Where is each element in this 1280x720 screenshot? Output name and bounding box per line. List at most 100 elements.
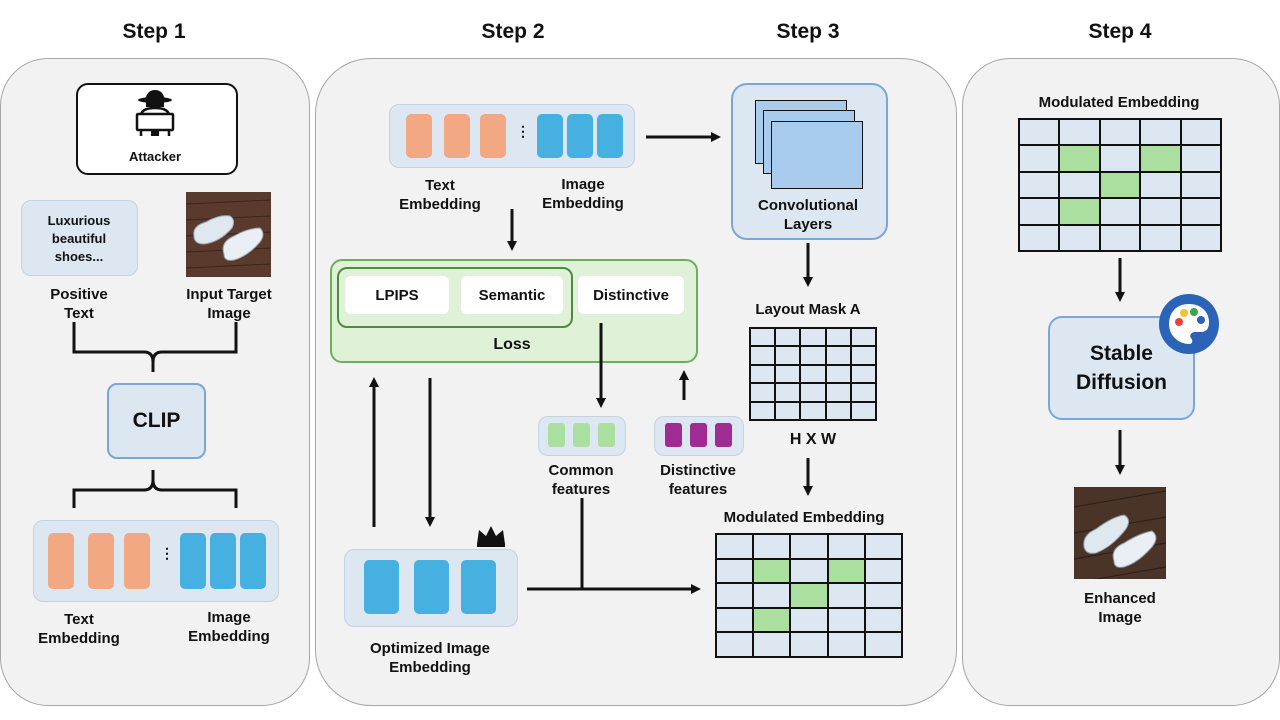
grid-cell — [1141, 172, 1180, 198]
grid-cell — [751, 329, 775, 346]
grid-cell — [754, 535, 790, 558]
distinctive-feature-bar — [715, 423, 732, 447]
conv-layer-sheet — [771, 121, 863, 189]
layout-mask-grid — [749, 327, 877, 421]
step-3-title: Step 3 — [776, 20, 840, 43]
grid-cell — [801, 329, 825, 346]
grid-cell — [1020, 146, 1059, 171]
text-embedding-bar — [444, 114, 470, 158]
grid-cell — [865, 608, 901, 632]
grid-cell — [801, 365, 825, 383]
image-embedding-bar — [567, 114, 593, 158]
text-embedding-bar — [48, 533, 74, 589]
step-4-title: Step 4 — [1088, 20, 1152, 43]
clip-box: CLIP — [107, 383, 206, 459]
ellipsis-dots: ⋮ — [516, 123, 530, 139]
grid-cell — [851, 384, 875, 401]
grid-cell — [828, 633, 864, 656]
grid-cell — [1181, 146, 1220, 171]
optimized-embedding-label: Optimized Image Embedding — [369, 640, 491, 676]
grid-cell — [1020, 225, 1059, 250]
grid-cell — [1141, 120, 1180, 145]
grid-cell — [1060, 225, 1099, 250]
grid-cell — [851, 329, 875, 346]
grid-cell-active — [1060, 199, 1099, 224]
grid-cell — [717, 584, 753, 607]
grid-cell-active — [1060, 146, 1099, 171]
ellipsis-dots: ⋮ — [160, 545, 174, 561]
step3-modulated-grid — [715, 533, 903, 658]
input-target-image-label: Input Target Image — [186, 286, 272, 322]
image-embedding-bar — [240, 533, 266, 589]
grid-cell — [1020, 172, 1059, 198]
grid-cell — [865, 535, 901, 558]
grid-cell — [826, 402, 850, 419]
image-embedding-bar — [180, 533, 206, 589]
conv-layers-label: Convolutional Layers — [758, 197, 858, 233]
crown-icon — [475, 524, 507, 548]
optimized-embedding-bar — [461, 560, 496, 614]
grid-cell — [1100, 120, 1140, 145]
distinctive-feature-bar — [690, 423, 707, 447]
hacker-icon — [131, 88, 179, 138]
step-1-title: Step 1 — [122, 20, 186, 43]
grid-cell — [1060, 172, 1099, 198]
optimized-embedding-bar — [414, 560, 449, 614]
grid-cell — [754, 584, 790, 607]
text-embedding-bar — [88, 533, 114, 589]
distinctive-feature-bar — [665, 423, 682, 447]
optimized-embedding-bar — [364, 560, 399, 614]
grid-cell — [776, 365, 800, 383]
step2-text-embedding-label: Text Embedding — [399, 177, 481, 213]
grid-cell — [851, 365, 875, 383]
grid-cell — [1060, 120, 1099, 145]
grid-cell — [828, 584, 864, 607]
grid-cell — [826, 384, 850, 401]
grid-cell — [801, 347, 825, 364]
grid-cell — [751, 347, 775, 364]
text-embedding-bar — [406, 114, 432, 158]
grid-cell — [791, 608, 827, 632]
grid-cell — [1181, 172, 1220, 198]
grid-cell-active — [1141, 146, 1180, 171]
grid-cell — [751, 384, 775, 401]
grid-cell — [717, 535, 753, 558]
grid-cell — [865, 633, 901, 656]
grid-cell — [717, 559, 753, 583]
common-feature-bar — [548, 423, 565, 447]
prompt-text: Luxurious beautiful shoes... — [47, 213, 111, 264]
palette-icon — [1157, 292, 1221, 356]
grid-cell — [776, 384, 800, 401]
text-embedding-bar — [124, 533, 150, 589]
grid-cell — [828, 535, 864, 558]
lpips-loss-item: LPIPS — [345, 276, 449, 314]
image-embedding-bar — [537, 114, 563, 158]
grid-cell — [751, 365, 775, 383]
grid-cell — [791, 633, 827, 656]
grid-cell-active — [828, 559, 864, 583]
distinctive-loss-item: Distinctive — [578, 276, 684, 314]
grid-cell — [776, 347, 800, 364]
grid-cell — [776, 402, 800, 419]
semantic-loss-item: Semantic — [461, 276, 563, 314]
positive-text-box — [21, 200, 138, 276]
step4-modulated-label: Modulated Embedding — [1038, 94, 1200, 111]
positive-text-label: Positive Text — [50, 286, 108, 322]
step3-modulated-label: Modulated Embedding — [723, 509, 885, 526]
lpips-semantic-group — [337, 267, 573, 328]
step-2-title: Step 2 — [481, 20, 545, 43]
stable-diffusion-label: Stable Diffusion — [1076, 342, 1167, 394]
grid-cell-active — [1100, 172, 1140, 198]
step2-image-embedding-label: Image Embedding — [542, 176, 624, 212]
attacker-label: Attacker — [128, 149, 182, 164]
grid-cell — [751, 402, 775, 419]
grid-cell — [826, 347, 850, 364]
layout-mask-label: Layout Mask A — [755, 301, 861, 318]
grid-cell — [791, 559, 827, 583]
grid-cell — [1100, 225, 1140, 250]
enhanced-image — [1073, 487, 1167, 584]
grid-cell — [1100, 146, 1140, 171]
grid-cell-active — [754, 608, 790, 632]
image-embedding-bar — [597, 114, 623, 158]
grid-cell — [1181, 120, 1220, 145]
